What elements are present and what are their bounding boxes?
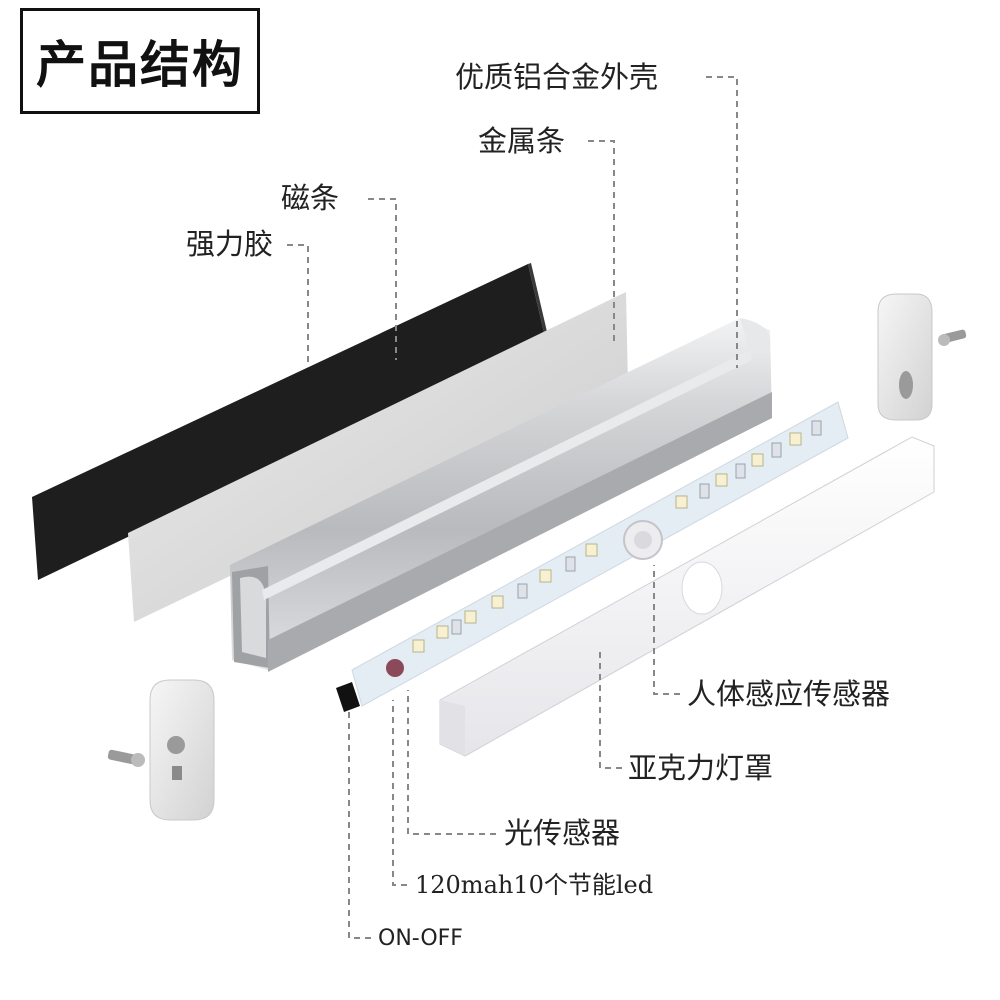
right-end-cap — [878, 294, 932, 420]
label-metal-strip: 金属条 — [478, 127, 565, 156]
screw-icon — [938, 329, 967, 346]
screw-icon — [107, 749, 145, 767]
light-sensor-component — [386, 659, 404, 677]
label-shell: 优质铝合金外壳 — [455, 63, 658, 92]
label-battery-led: 120mah10个节能led — [415, 873, 653, 897]
label-magnet-strip: 磁条 — [281, 184, 339, 213]
label-adhesive: 强力胶 — [186, 230, 273, 259]
label-acrylic-cover: 亚克力灯罩 — [628, 754, 773, 783]
label-pir-sensor: 人体感应传感器 — [687, 680, 890, 709]
left-end-cap — [150, 680, 214, 820]
label-light-sensor: 光传感器 — [504, 819, 620, 848]
label-switch: ON-OFF — [378, 928, 463, 950]
